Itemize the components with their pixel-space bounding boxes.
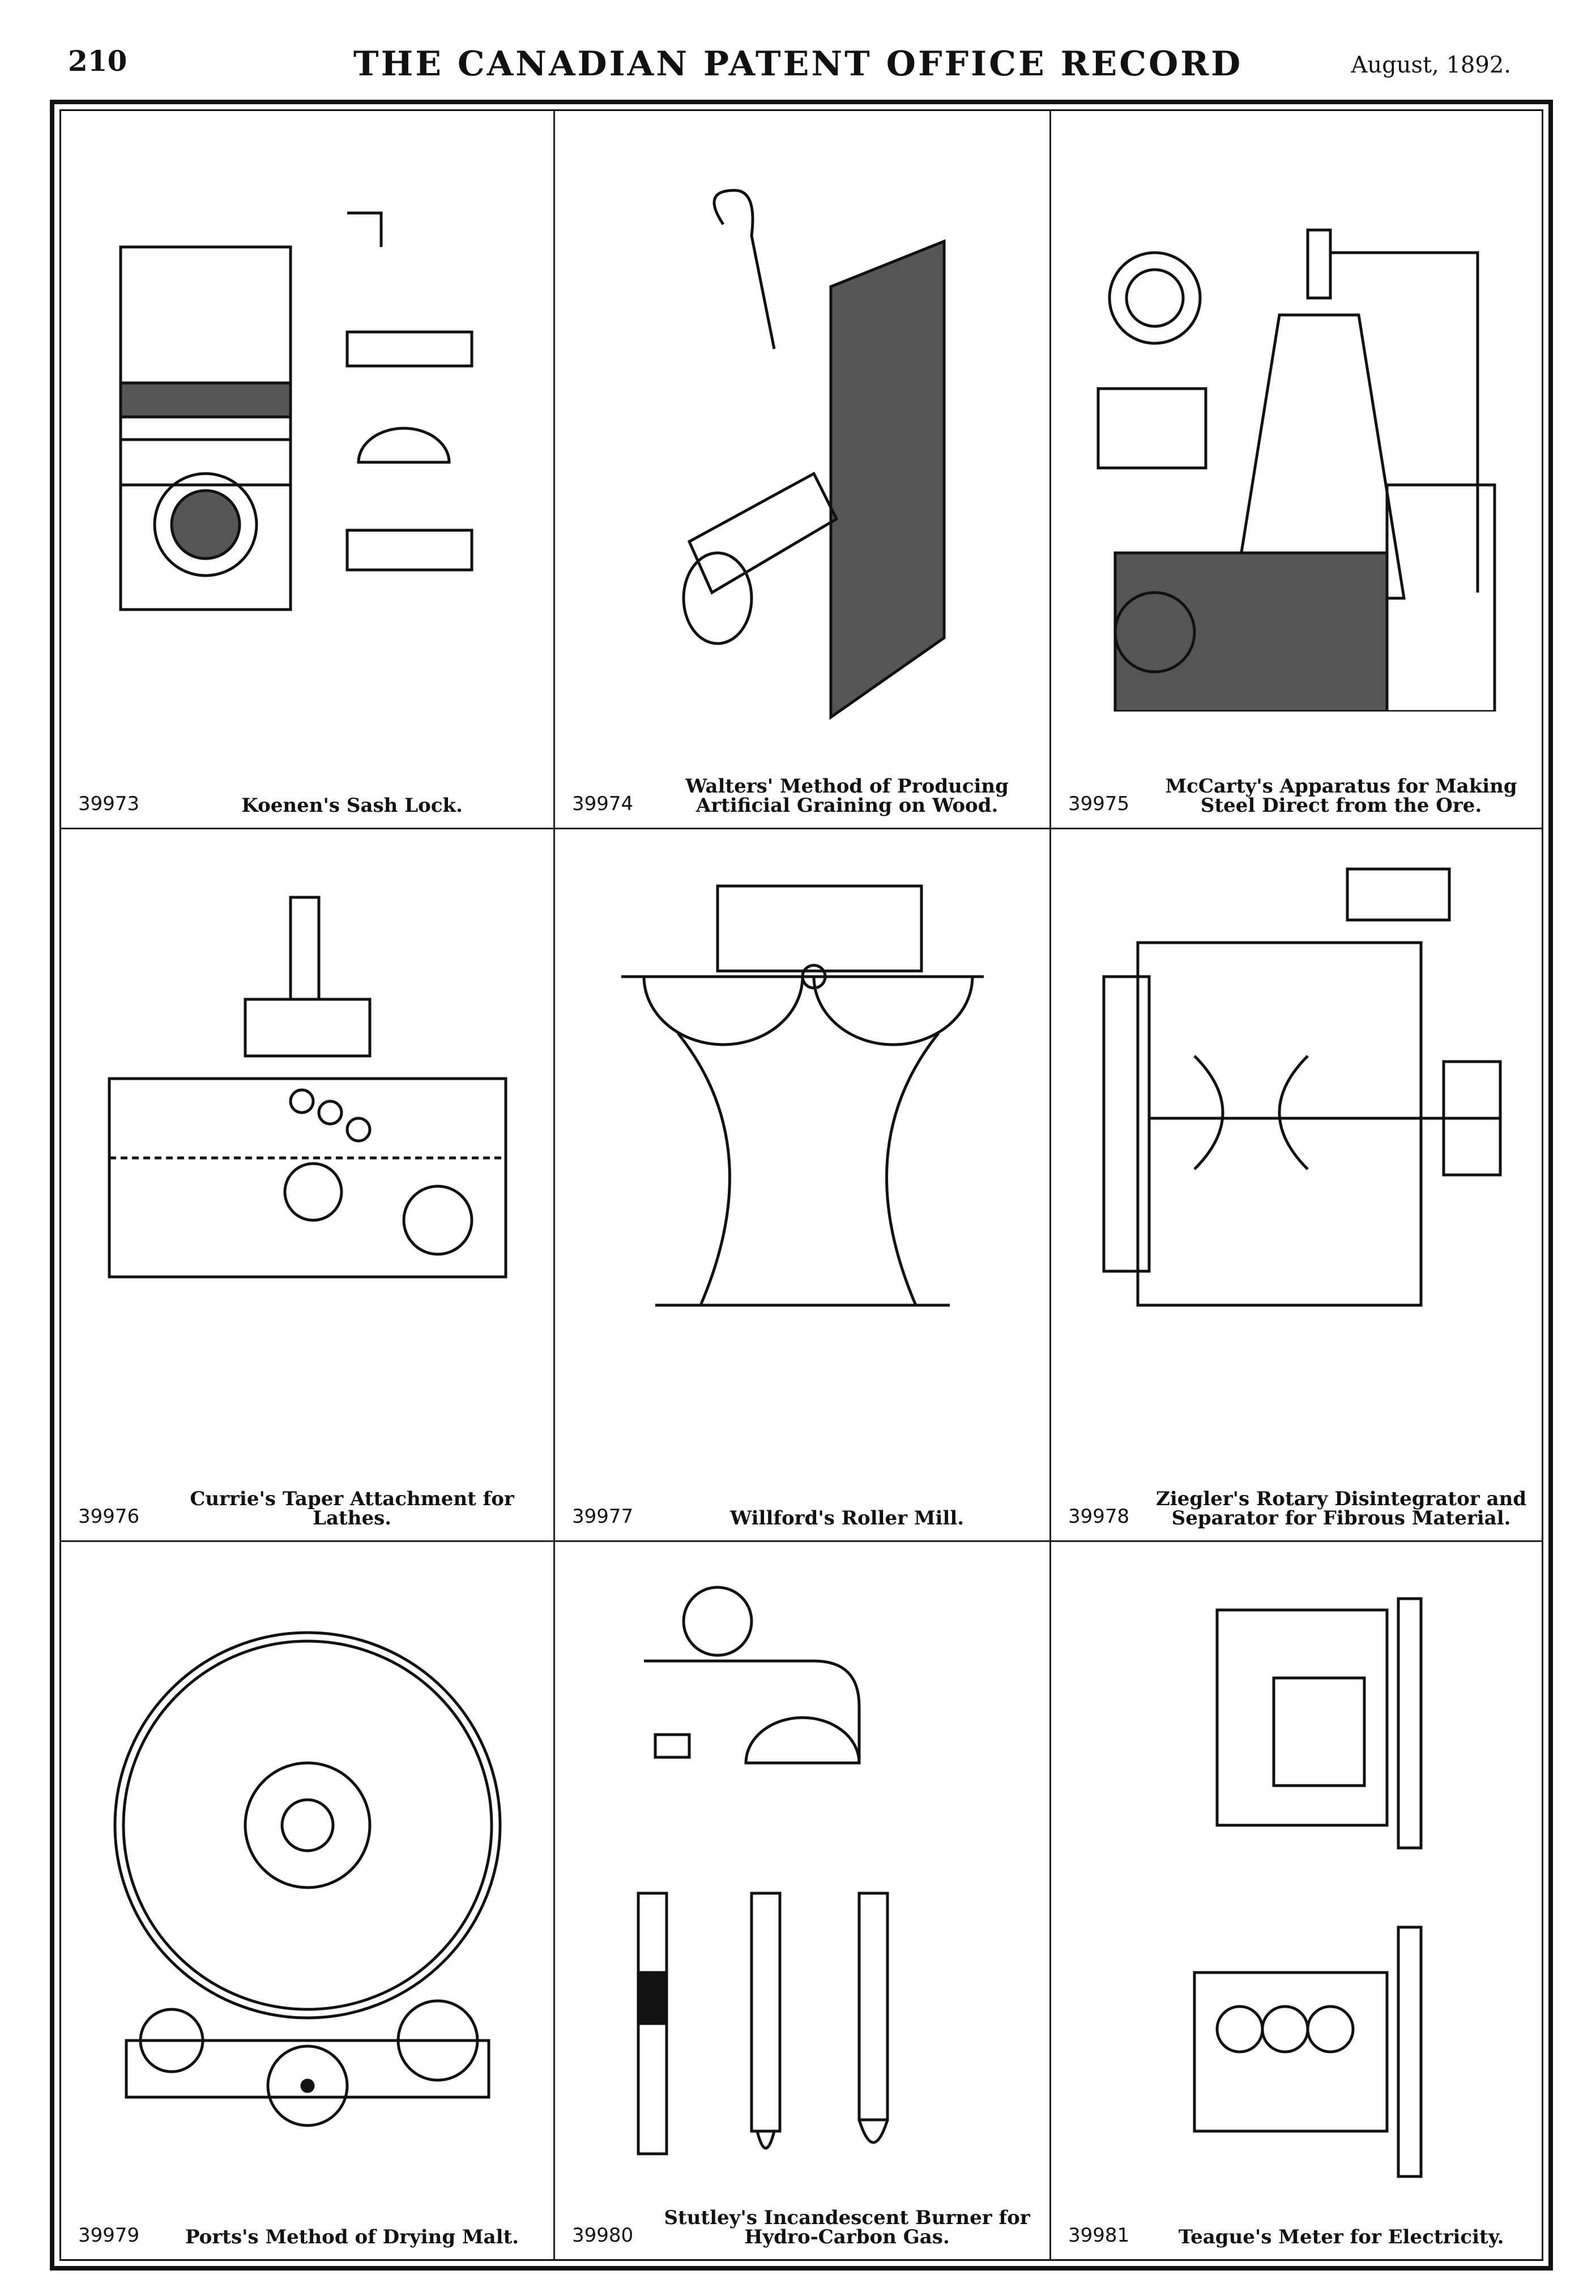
patent-title: Teague's Meter for Electricity.: [1178, 2226, 1504, 2248]
patent-title: Willford's Roller Mill.: [730, 1507, 965, 1530]
page-title: THE CANADIAN PATENT OFFICE RECORD: [353, 44, 1243, 84]
patent-cell: 39980 Stutley's Incandescent Burner for H…: [555, 1542, 1051, 2259]
disintegrator-drawing: [1102, 867, 1502, 1307]
patent-title: Ziegler's Rotary Disintegrator and Separ…: [1156, 1488, 1527, 1530]
burner-drawing: [637, 1586, 889, 2156]
page-number: 210: [68, 44, 127, 78]
lathe-attachment-drawing: [108, 896, 507, 1279]
patent-number: 39981: [1068, 2224, 1130, 2247]
patent-number: 39974: [572, 793, 634, 815]
wood-graining-drawing: [682, 189, 945, 720]
patent-grid: 39973 Koenen's Sash Lock. 39974 Walters' M…: [61, 111, 1542, 2259]
patent-title: Currie's Taper Attachment for Lathes.: [190, 1488, 514, 1530]
patent-cell: 39976 Currie's Taper Attachment for Lathe…: [61, 829, 555, 1542]
patent-cell: 39977 Willford's Roller Mill.: [555, 829, 1051, 1542]
patent-number: 39977: [572, 1505, 634, 1528]
patent-number: 39973: [78, 793, 140, 815]
patent-cell: 39981 Teague's Meter for Electricity.: [1051, 1542, 1542, 2259]
patent-title: Ports's Method of Drying Malt.: [185, 2226, 519, 2248]
sash-lock-drawing: [119, 211, 473, 611]
patent-cell: 39979 Ports's Method of Drying Malt.: [61, 1542, 555, 2259]
patent-cell: 39973 Koenen's Sash Lock.: [61, 111, 555, 829]
steel-apparatus-drawing: [1096, 228, 1496, 712]
roller-mill-drawing: [621, 884, 984, 1307]
patent-title: Walters' Method of Producing Artificial …: [685, 775, 1009, 817]
patent-number: 39978: [1068, 1505, 1130, 1528]
patent-title: McCarty's Apparatus for Making Steel Dir…: [1165, 775, 1517, 817]
patent-number: 39975: [1068, 793, 1130, 815]
patent-cell: 39974 Walters' Method of Producing Artifi…: [555, 111, 1051, 829]
malt-drying-drawing: [113, 1631, 501, 2127]
patent-cell: 39978 Ziegler's Rotary Disintegrator and …: [1051, 829, 1542, 1542]
patent-number: 39976: [78, 1505, 140, 1528]
issue-date: August, 1892.: [1351, 52, 1511, 78]
electricity-meter-drawing: [1193, 1597, 1423, 2178]
patent-number: 39979: [78, 2224, 140, 2247]
page-border: [50, 100, 1553, 2271]
patent-number: 39980: [572, 2224, 634, 2247]
patent-cell: 39975 McCarty's Apparatus for Making Stee…: [1051, 111, 1542, 829]
patent-title: Koenen's Sash Lock.: [241, 794, 463, 817]
patent-title: Stutley's Incandescent Burner for Hydro-…: [664, 2206, 1030, 2248]
